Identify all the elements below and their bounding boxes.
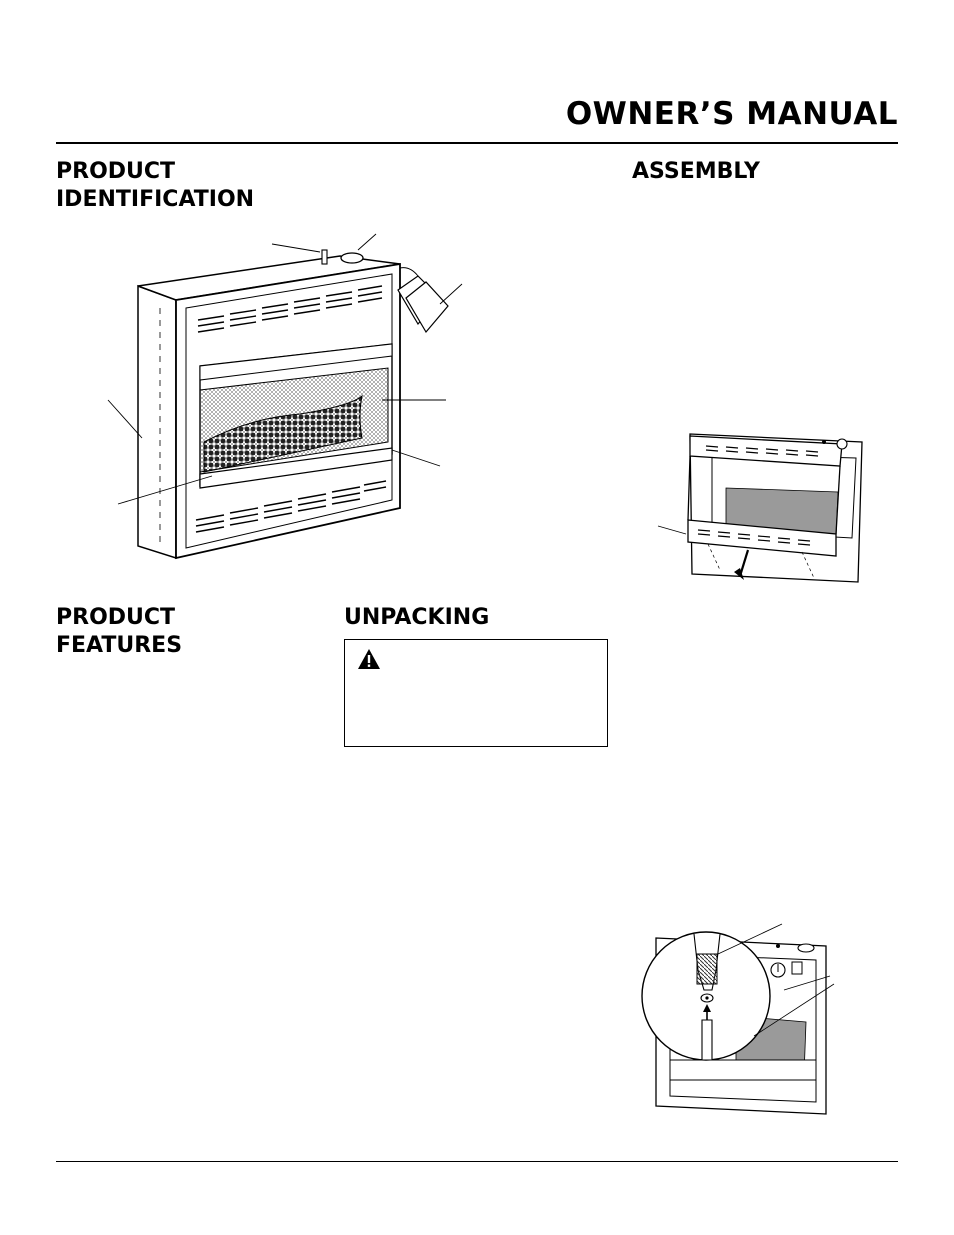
header-rule [56,142,898,144]
cabinet-side-panel [137,284,177,560]
product-features-heading: PRODUCT FEATURES [56,604,182,660]
assembly-gas-connection-figure [641,923,835,1115]
warning-box [344,639,608,747]
front-panel-lower [687,519,837,557]
warning-triangle-icon [358,649,380,669]
control-knob [340,252,364,264]
manual-title: OWNER’S MANUAL [565,96,898,132]
unpacking-heading: UNPACKING [344,605,490,630]
ignitor-button [321,249,328,265]
product-identification-line1: PRODUCT [56,159,176,184]
callout-leaders [107,233,463,505]
product-features-line2: FEATURES [56,633,183,658]
heater-identification-figure [107,233,463,560]
product-features-line1: PRODUCT [56,605,176,630]
assembly-front-panel-figure [657,433,863,583]
product-identification-heading: PRODUCT IDENTIFICATION [56,158,254,214]
assembly-heading: ASSEMBLY [632,159,760,184]
upper-grill [197,285,383,333]
log-set [203,394,363,473]
lower-grill [195,480,387,533]
footer-rule [56,1161,898,1162]
product-identification-line2: IDENTIFICATION [56,187,255,212]
